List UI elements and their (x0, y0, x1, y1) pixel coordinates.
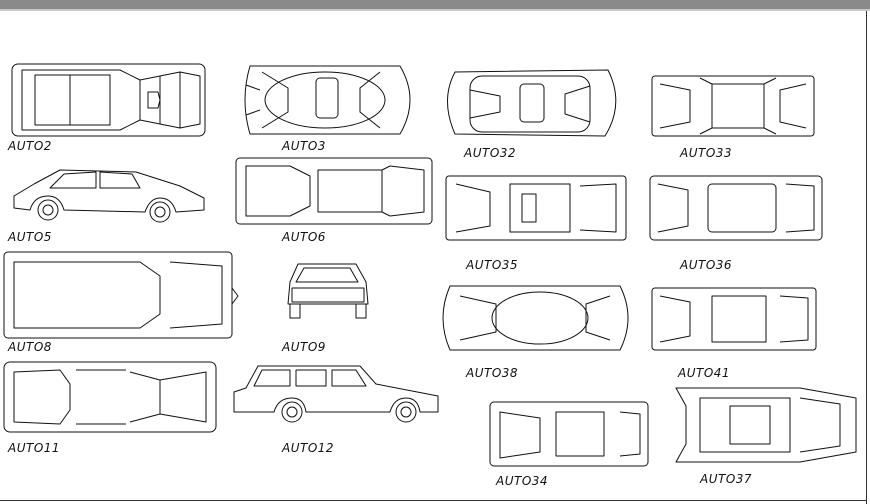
label-auto34: AUTO34 (496, 474, 549, 488)
drawing-border-right (866, 11, 867, 504)
label-auto33: AUTO33 (680, 146, 733, 160)
car-block-auto09[interactable] (287, 263, 369, 319)
car-block-auto06[interactable] (235, 157, 433, 225)
car-block-auto03[interactable] (244, 65, 411, 135)
label-auto35: AUTO35 (466, 258, 519, 272)
label-auto32: AUTO32 (464, 146, 517, 160)
car-block-auto33[interactable] (651, 75, 815, 137)
label-auto02: AUTO2 (8, 139, 52, 153)
label-auto06: AUTO6 (282, 230, 326, 244)
label-auto38: AUTO38 (466, 366, 519, 380)
car-block-auto37[interactable] (675, 387, 857, 463)
label-auto09: AUTO9 (282, 340, 326, 354)
car-block-auto41[interactable] (651, 287, 817, 351)
label-auto03: AUTO3 (282, 139, 326, 153)
drawing-border-bottom (0, 500, 866, 501)
label-auto05: AUTO5 (8, 230, 52, 244)
car-block-auto11[interactable] (3, 361, 217, 433)
car-block-auto08[interactable] (3, 251, 239, 339)
car-block-auto36[interactable] (649, 175, 823, 241)
car-block-auto35[interactable] (445, 175, 627, 241)
label-auto41: AUTO41 (678, 366, 731, 380)
label-auto36: AUTO36 (680, 258, 733, 272)
car-block-auto12[interactable] (233, 365, 439, 423)
label-auto08: AUTO8 (8, 340, 52, 354)
window-title-bar (0, 0, 870, 9)
label-auto37: AUTO37 (700, 472, 753, 486)
car-block-auto02[interactable] (11, 63, 206, 137)
label-auto12: AUTO12 (282, 441, 335, 455)
label-auto11: AUTO11 (8, 441, 61, 455)
car-block-auto32[interactable] (447, 69, 617, 137)
car-block-auto05[interactable] (13, 169, 205, 223)
car-block-auto38[interactable] (442, 285, 629, 351)
car-block-auto34[interactable] (489, 401, 649, 467)
title-bar-edge (0, 9, 870, 11)
